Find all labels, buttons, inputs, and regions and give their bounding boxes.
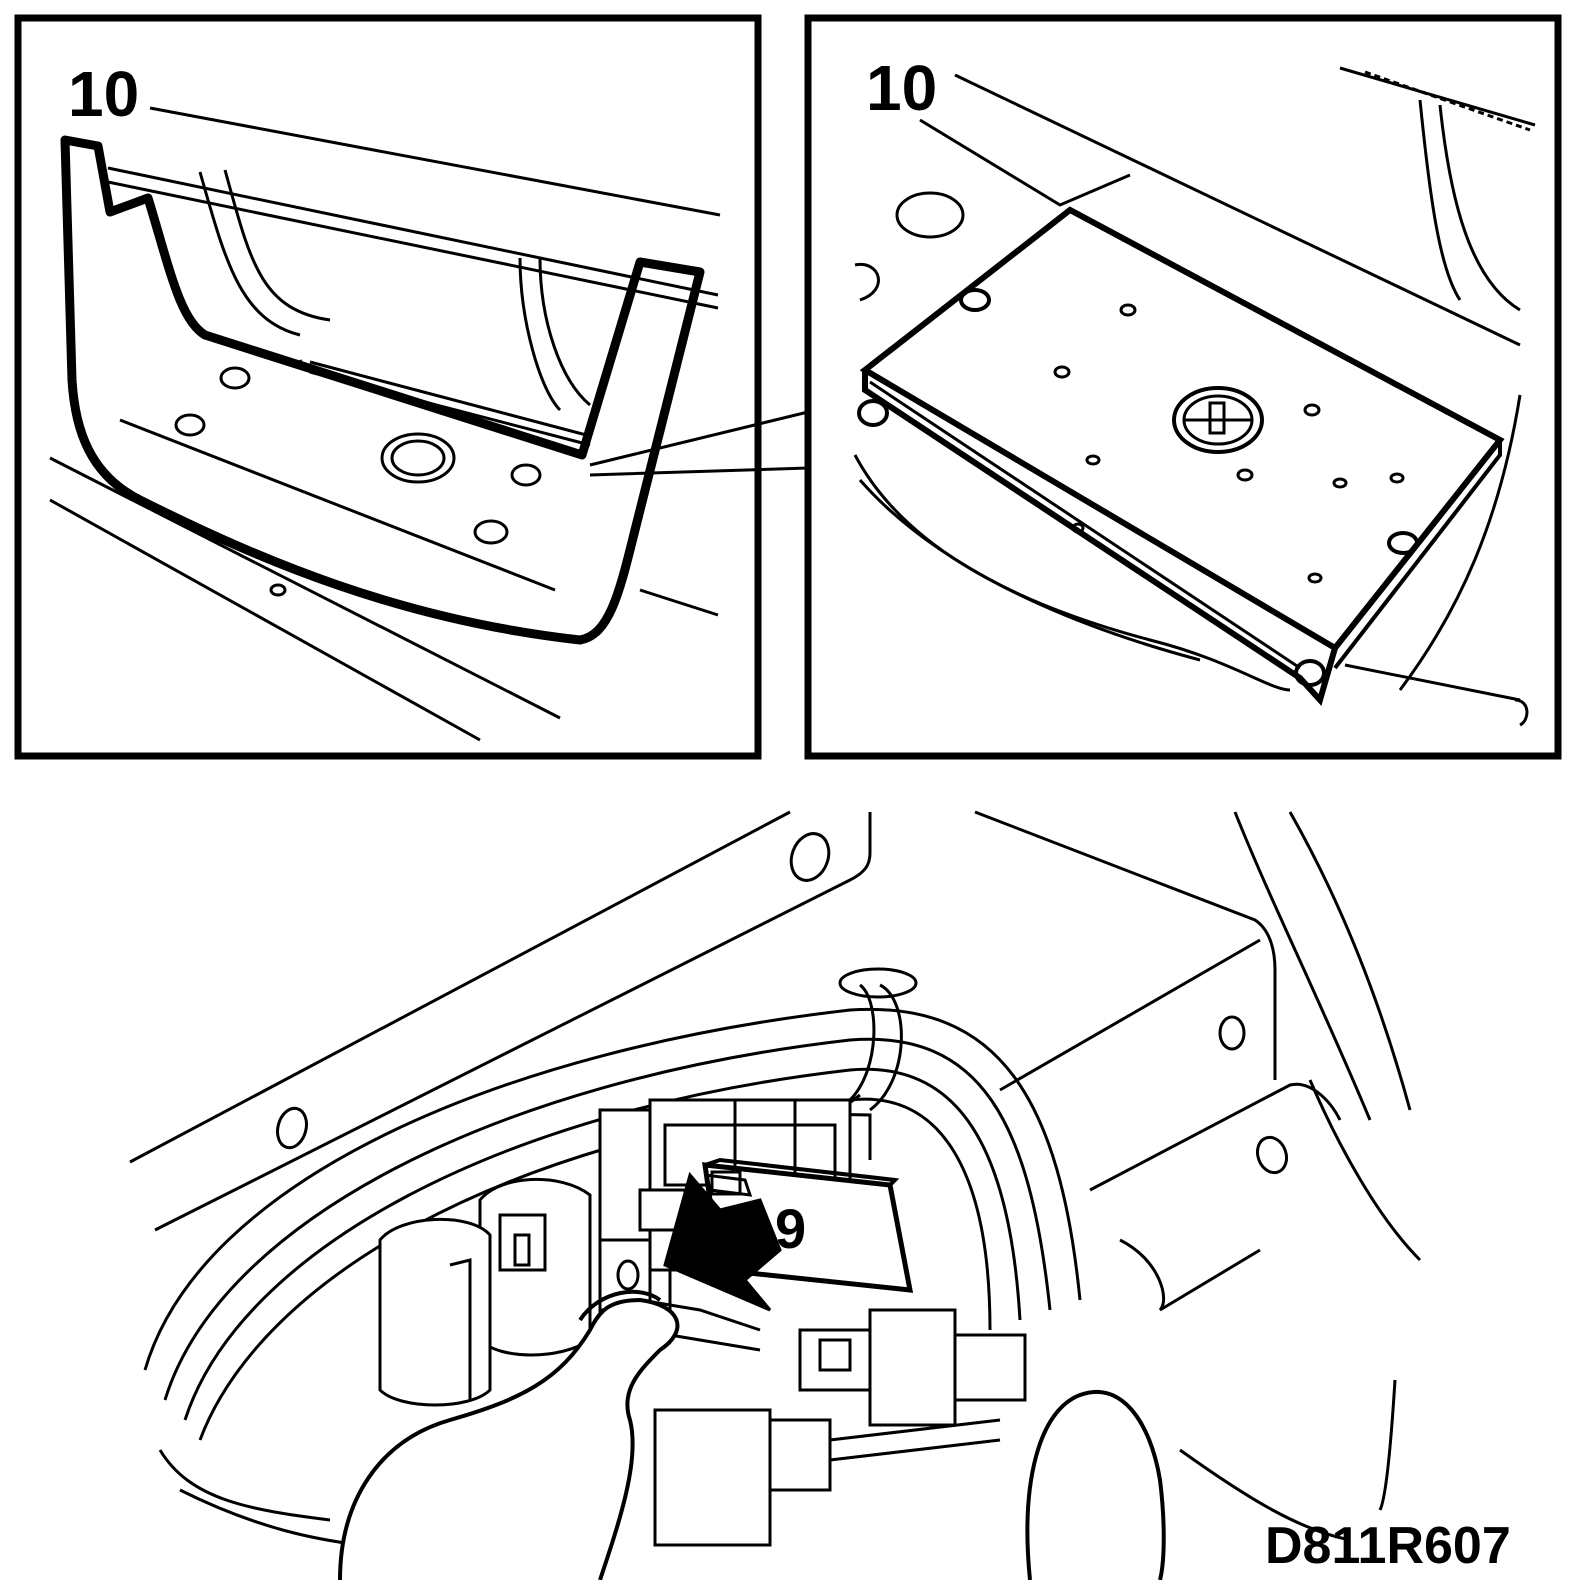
direction-arrow [663, 1171, 782, 1312]
hand [338, 1289, 1166, 1580]
body-panels [129, 810, 1422, 1542]
panel-top-left: 10 [14, 14, 809, 760]
mounting-holes [174, 366, 542, 597]
lower-connectors [639, 1298, 1027, 1547]
highlight-bracket-outline [60, 135, 705, 645]
trunk-rails [49, 106, 721, 742]
control-module [857, 206, 1505, 706]
callout-10-left: 10 [68, 58, 139, 130]
bottom-scene: 9 [129, 810, 1422, 1580]
body-holes [895, 191, 965, 239]
figure-code: D811R607 [1265, 1517, 1511, 1575]
panel-top-right: 10 [804, 14, 1562, 760]
callout-9: 9 [775, 1197, 806, 1260]
callout-10-right: 10 [866, 52, 937, 124]
body-contours [853, 66, 1536, 727]
leader-line [589, 410, 809, 477]
